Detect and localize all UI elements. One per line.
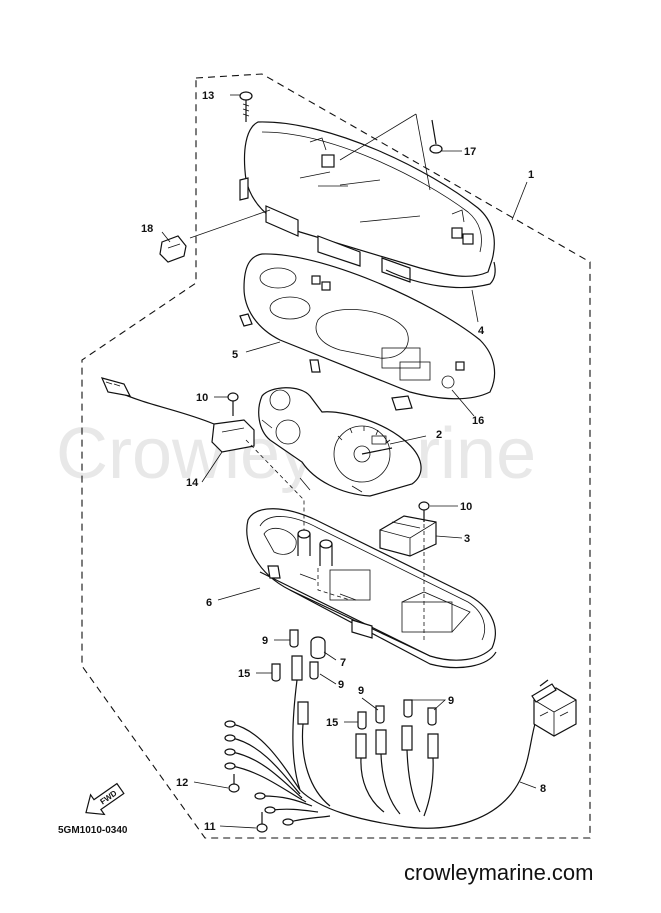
wire-harness-8 [224,655,577,829]
website-footer: crowleymarine.com [404,860,594,885]
bulb-9-b [309,661,319,680]
meter-cover-lens [239,121,496,289]
callout-1: 1 [528,169,534,181]
screw-10-lower [418,501,430,522]
callout-5: 5 [232,349,238,361]
callout-8: 8 [540,783,546,795]
screw-13 [239,91,253,122]
leader-lines [161,94,537,829]
bulb-9-c [375,705,385,724]
callout-14: 14 [186,477,199,489]
sensor-connector-14 [100,377,255,453]
bulb-15-a [271,663,281,682]
bulb-15-b [357,711,367,730]
callout-4: 4 [478,325,485,337]
callout-13: 13 [202,90,214,102]
gauge-unit [258,387,422,497]
screw-17 [429,119,443,154]
clip-18 [159,235,187,263]
screw-12 [228,774,240,793]
callout-10-lower: 10 [460,501,472,513]
callout-18: 18 [141,223,153,235]
meter-panel [239,253,496,411]
callout-15-b: 15 [326,717,338,729]
callout-2: 2 [436,429,442,441]
diagram-code: 5GM1010-0340 [58,825,128,836]
callout-10-upper: 10 [196,392,208,404]
callout-9-a: 9 [262,635,268,647]
bulb-socket-7 [310,636,326,660]
assembly-boundary [81,73,591,839]
callout-17: 17 [464,146,476,158]
callout-9-d: 9 [448,695,454,707]
callout-11: 11 [204,821,216,833]
screw-10-upper [227,392,239,416]
callout-9-c: 9 [358,685,364,697]
forward-direction-arrow: FWD [85,782,125,816]
callout-6: 6 [206,597,212,609]
callout-16: 16 [472,415,484,427]
callout-15-a: 15 [238,668,250,680]
alignment-line-c [317,568,351,601]
meter-housing [246,508,497,669]
bulb-9-a [289,629,299,648]
callout-7: 7 [340,657,346,669]
callout-3: 3 [464,533,470,545]
bulb-9-d [403,699,413,718]
bulb-9-e [427,707,437,726]
callout-12: 12 [176,777,188,789]
callout-9-b: 9 [338,679,344,691]
switch-block-3 [379,515,437,557]
screw-11 [256,812,268,833]
